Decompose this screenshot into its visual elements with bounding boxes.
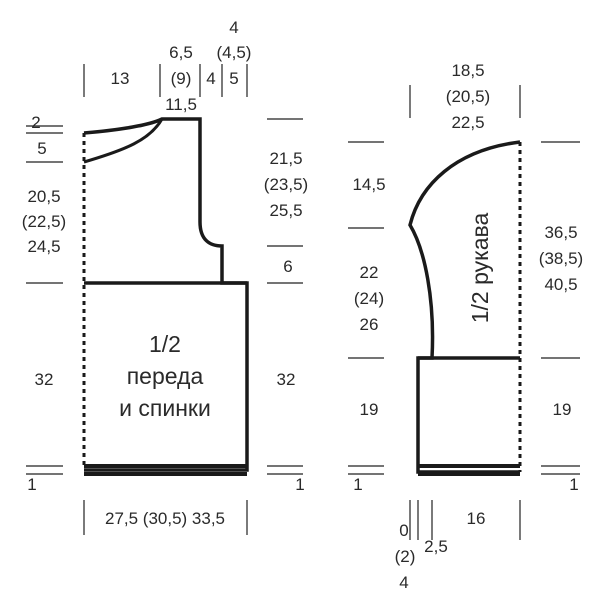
sleeve-left-22: 22 xyxy=(360,263,379,282)
front-back-outline xyxy=(83,117,249,472)
front-back-right-6: 6 xyxy=(283,257,292,276)
sleeve-bottom-2-5: 2,5 xyxy=(424,537,448,556)
front-back-title-3: и спинки xyxy=(119,395,211,421)
front-back-left-1: 1 xyxy=(27,475,36,494)
sleeve-right-1: 1 xyxy=(569,475,578,494)
front-neckline xyxy=(83,118,164,164)
sleeve-right-19: 19 xyxy=(553,400,572,419)
front-back-top-6-5: 6,5 xyxy=(169,43,193,62)
sleeve-bottom-2: (2) xyxy=(395,547,416,566)
sleeve-bottom-4: 4 xyxy=(399,573,408,592)
front-back-title-1: 1/2 xyxy=(149,331,181,357)
sleeve-left-1: 1 xyxy=(353,475,362,494)
sleeve-left-14-5: 14,5 xyxy=(352,175,385,194)
front-back-top-11-5: 11,5 xyxy=(165,95,197,114)
sleeve-left-26: 26 xyxy=(360,315,379,334)
sleeve-dimension-lines xyxy=(348,85,580,540)
sleeve-title: 1/2 рукава xyxy=(467,213,493,324)
front-back-top-9: (9) xyxy=(171,69,192,88)
front-back-left-5: 5 xyxy=(37,139,46,158)
sleeve-top-20-5: (20,5) xyxy=(446,87,490,106)
front-back-top-4: 4 xyxy=(229,18,238,37)
sleeve-right-38-5: (38,5) xyxy=(539,249,583,268)
front-back-left-22-5: (22,5) xyxy=(22,212,66,231)
front-back-right-1: 1 xyxy=(295,475,304,494)
front-back-left-2: 2 xyxy=(31,113,40,132)
sleeve-right-36-5: 36,5 xyxy=(544,223,577,242)
front-back-right-21-5: 21,5 xyxy=(269,149,302,168)
sleeve-top-22-5: 22,5 xyxy=(451,113,484,132)
front-back-right-25-5: 25,5 xyxy=(269,201,302,220)
sleeve-outline xyxy=(408,140,521,474)
front-back-left-24-5: 24,5 xyxy=(27,237,60,256)
front-back-dimension-lines xyxy=(26,64,303,535)
sleeve-bottom-16: 16 xyxy=(467,509,486,528)
front-back-left-20-5: 20,5 xyxy=(27,187,60,206)
front-back-top-13: 13 xyxy=(111,69,130,88)
front-back-right-32: 32 xyxy=(277,370,296,389)
sleeve-bottom-0: 0 xyxy=(399,521,408,540)
front-back-top-4-mid: 4 xyxy=(206,69,215,88)
front-back-right-23-5: (23,5) xyxy=(264,175,308,194)
front-back-title-2: переда xyxy=(127,363,204,389)
sleeve-piece: 1/2 рукава 18,5 (20,5) 22,5 14,5 22 (24)… xyxy=(348,61,583,592)
sleeve-top-18-5: 18,5 xyxy=(451,61,484,80)
sleeve-left-19: 19 xyxy=(360,400,379,419)
front-back-top-4-5: (4,5) xyxy=(217,43,252,62)
front-back-piece: 1/2 переда и спинки 13 6,5 (9) 11,5 4 4 … xyxy=(22,18,308,535)
front-back-bottom-width: 27,5 (30,5) 33,5 xyxy=(105,509,225,528)
front-back-left-32: 32 xyxy=(35,370,54,389)
sleeve-right-40-5: 40,5 xyxy=(544,275,577,294)
sleeve-left-24: (24) xyxy=(354,289,384,308)
front-back-top-5: 5 xyxy=(229,69,238,88)
